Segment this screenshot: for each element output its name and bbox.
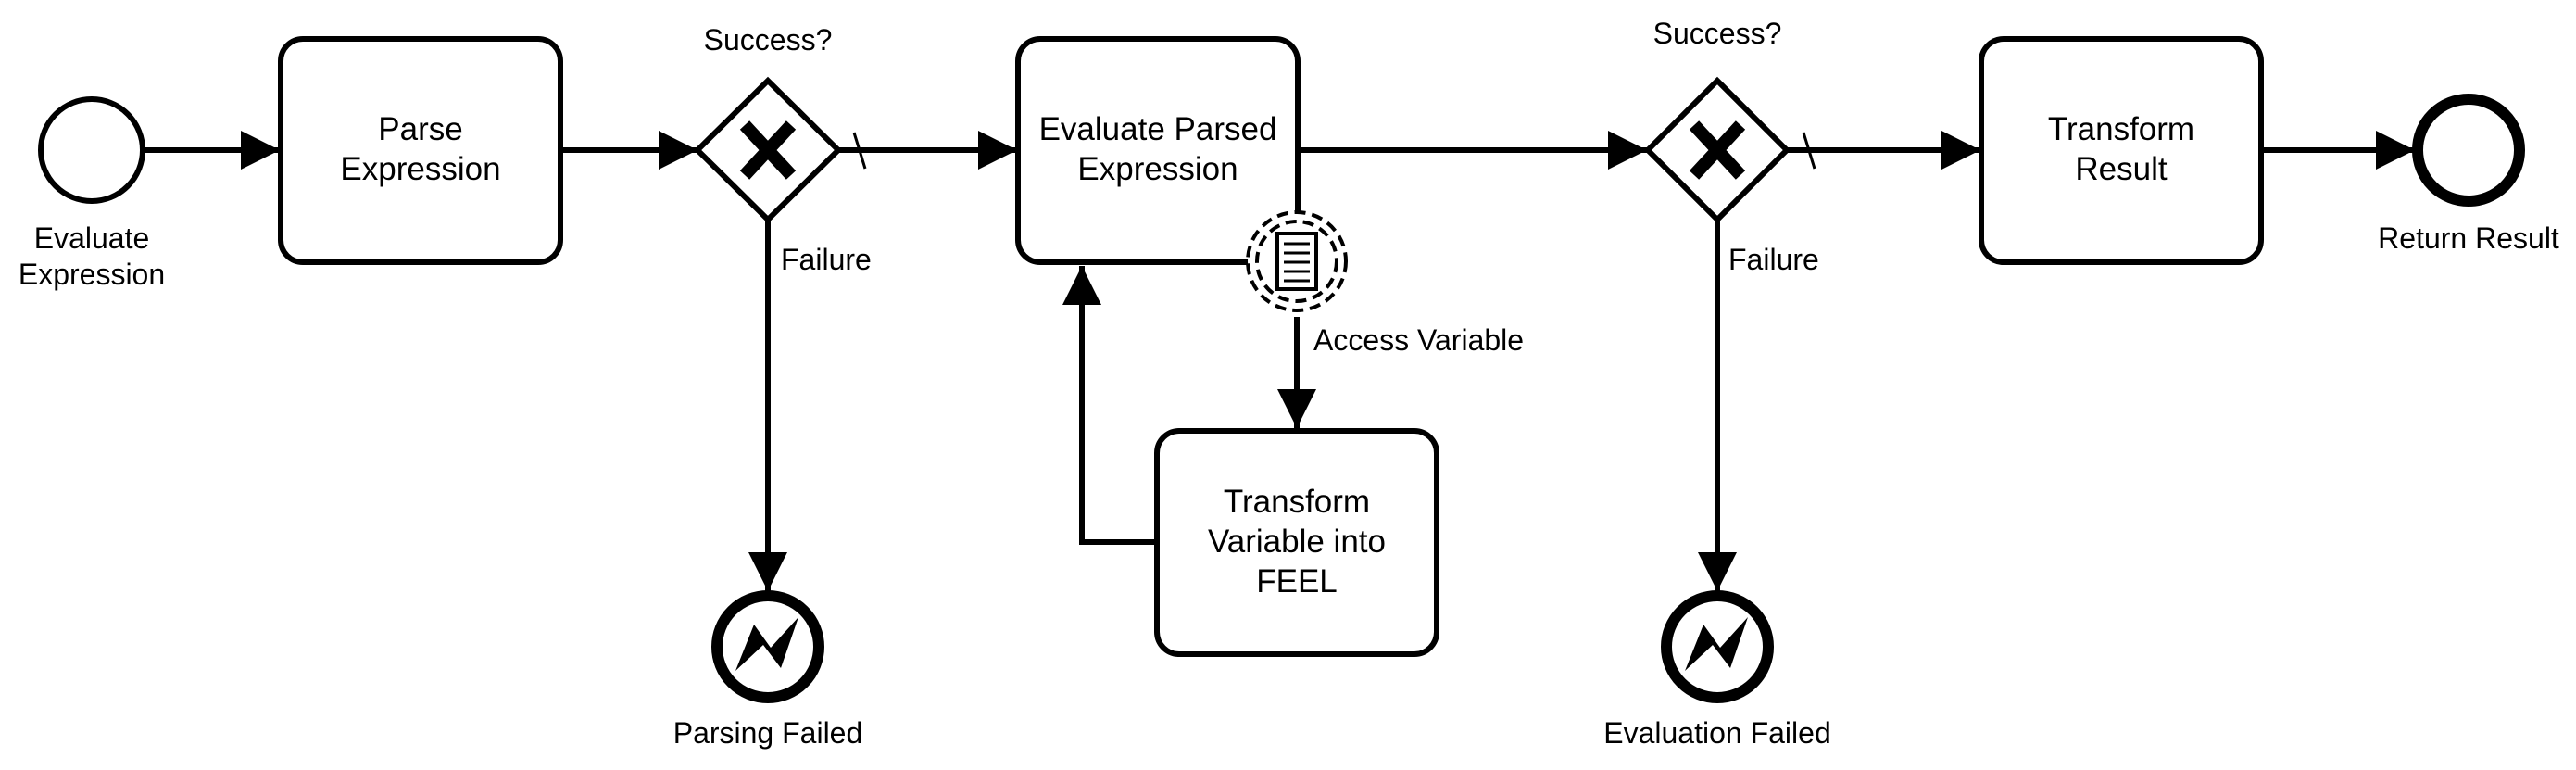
start-event-label-line2: Expression	[19, 258, 165, 291]
default-flow-marker-2	[1802, 132, 1816, 170]
end-event	[2412, 94, 2525, 207]
end-event-label: Return Result	[2378, 221, 2559, 255]
gateway-2-failure-label: Failure	[1728, 243, 1819, 276]
parsing-failed-label: Parsing Failed	[673, 716, 863, 750]
conditional-document-icon	[1275, 232, 1318, 291]
sequence-flows	[143, 131, 2415, 591]
gateway-2-question: Success?	[1653, 17, 1782, 50]
gateway-1-question: Success?	[704, 23, 833, 57]
start-event	[38, 96, 145, 204]
flow-transform-variable-back-to-evaluate	[1062, 266, 1157, 545]
task-transform-result	[1979, 36, 2264, 265]
task-evaluate-line1: Evaluate Parsed	[1039, 111, 1277, 147]
task-evaluate-parsed-expression	[1015, 36, 1301, 265]
default-flow-marker-1	[852, 132, 867, 170]
task-transform-variable-line3: FEEL	[1256, 563, 1338, 600]
evaluation-failed-error-icon	[1685, 617, 1748, 671]
start-event-label-line1: Evaluate	[34, 221, 150, 255]
gateway-1-x-icon	[739, 120, 797, 180]
task-transform-result-line1: Transform	[2048, 111, 2194, 147]
gateway-1-failure-label: Failure	[781, 243, 872, 276]
task-transform-result-line2: Result	[2075, 151, 2167, 187]
task-transform-variable-line2: Variable into	[1208, 524, 1386, 560]
gateway-2-x-icon	[1689, 120, 1746, 180]
task-parse-expression-line1: Parse	[378, 111, 462, 147]
task-transform-variable-line1: Transform	[1224, 484, 1370, 520]
evaluation-failed-label: Evaluation Failed	[1603, 716, 1830, 750]
task-parse-expression	[278, 36, 563, 265]
parsing-failed-error-icon	[735, 617, 798, 671]
task-transform-variable-into-feel	[1154, 428, 1439, 657]
task-evaluate-line2: Expression	[1077, 151, 1238, 187]
task-parse-expression-line2: Expression	[340, 151, 500, 187]
access-variable-label: Access Variable	[1313, 323, 1524, 357]
